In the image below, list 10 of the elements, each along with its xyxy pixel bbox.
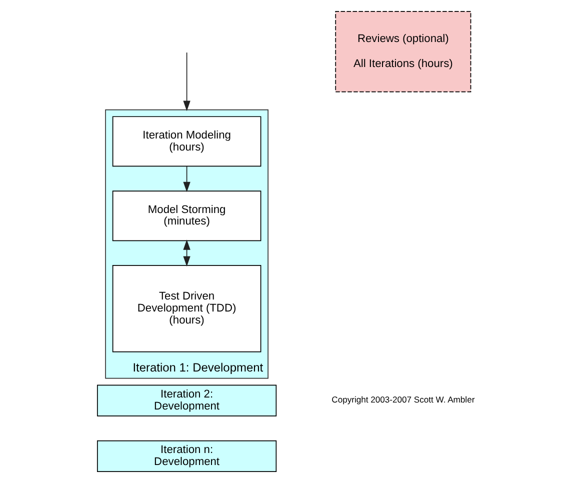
arrow: [182, 52, 190, 112]
node-box: Reviews (optional) All Iterations (hours): [334, 11, 471, 92]
node-box: Iteration n: Development: [96, 440, 276, 472]
node-box: Iteration Modeling (hours): [112, 116, 261, 167]
label: Copyright 2003-2007 Scott W. Ambler: [331, 394, 474, 405]
arrow: [182, 240, 190, 266]
arrow: [182, 166, 190, 192]
node-box: Model Storming (minutes): [112, 190, 261, 242]
node-box: Test Driven Development (TDD) (hours): [112, 265, 261, 352]
node-box: Iteration 2: Development: [96, 384, 276, 416]
